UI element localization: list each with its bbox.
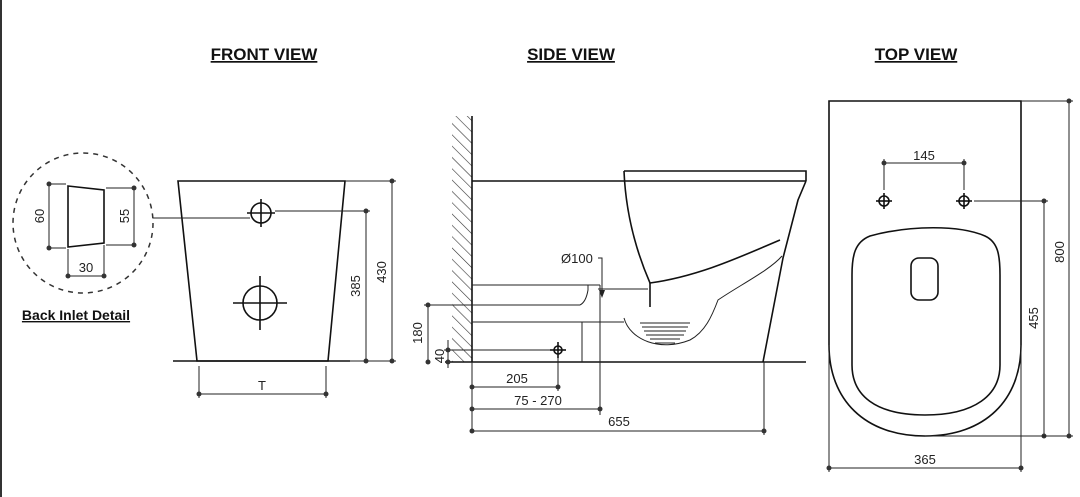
front-view-title: FRONT VIEW — [211, 45, 319, 64]
side-front-profile — [762, 180, 807, 363]
front-dim-430: 430 — [374, 261, 389, 283]
top-cistern-button — [910, 257, 939, 301]
back-inlet-detail: 60 55 30 Back Inlet Detail — [12, 152, 154, 323]
top-dim-365: 365 — [914, 452, 936, 467]
front-view: 385 430 T — [153, 178, 396, 398]
top-view-title: TOP VIEW — [875, 45, 958, 64]
inlet-profile — [67, 185, 105, 248]
top-dim-145: 145 — [913, 148, 935, 163]
side-dim-655: 655 — [608, 414, 630, 429]
top-dim-455: 455 — [1026, 307, 1041, 329]
side-view: Ø100 180 40 205 75 - 270 655 — [410, 116, 807, 435]
detail-circle — [12, 152, 154, 294]
side-dim-40: 40 — [432, 349, 447, 363]
side-dim-180: 180 — [410, 322, 425, 344]
detail-dim-60: 60 — [32, 209, 47, 223]
wall-hatch — [452, 116, 472, 362]
side-view-title: SIDE VIEW — [527, 45, 616, 64]
side-dim-range: 75 - 270 — [514, 393, 562, 408]
front-dim-t: T — [258, 378, 266, 393]
detail-dim-55: 55 — [117, 209, 132, 223]
top-dim-800: 800 — [1052, 241, 1067, 263]
detail-dim-30: 30 — [79, 260, 93, 275]
side-dim-pipe: Ø100 — [561, 251, 593, 266]
top-seat — [851, 227, 1001, 416]
back-inlet-detail-label: Back Inlet Detail — [22, 307, 130, 323]
top-view: 145 455 800 365 — [826, 98, 1073, 472]
front-dim-385: 385 — [348, 275, 363, 297]
side-dim-205: 205 — [506, 371, 528, 386]
